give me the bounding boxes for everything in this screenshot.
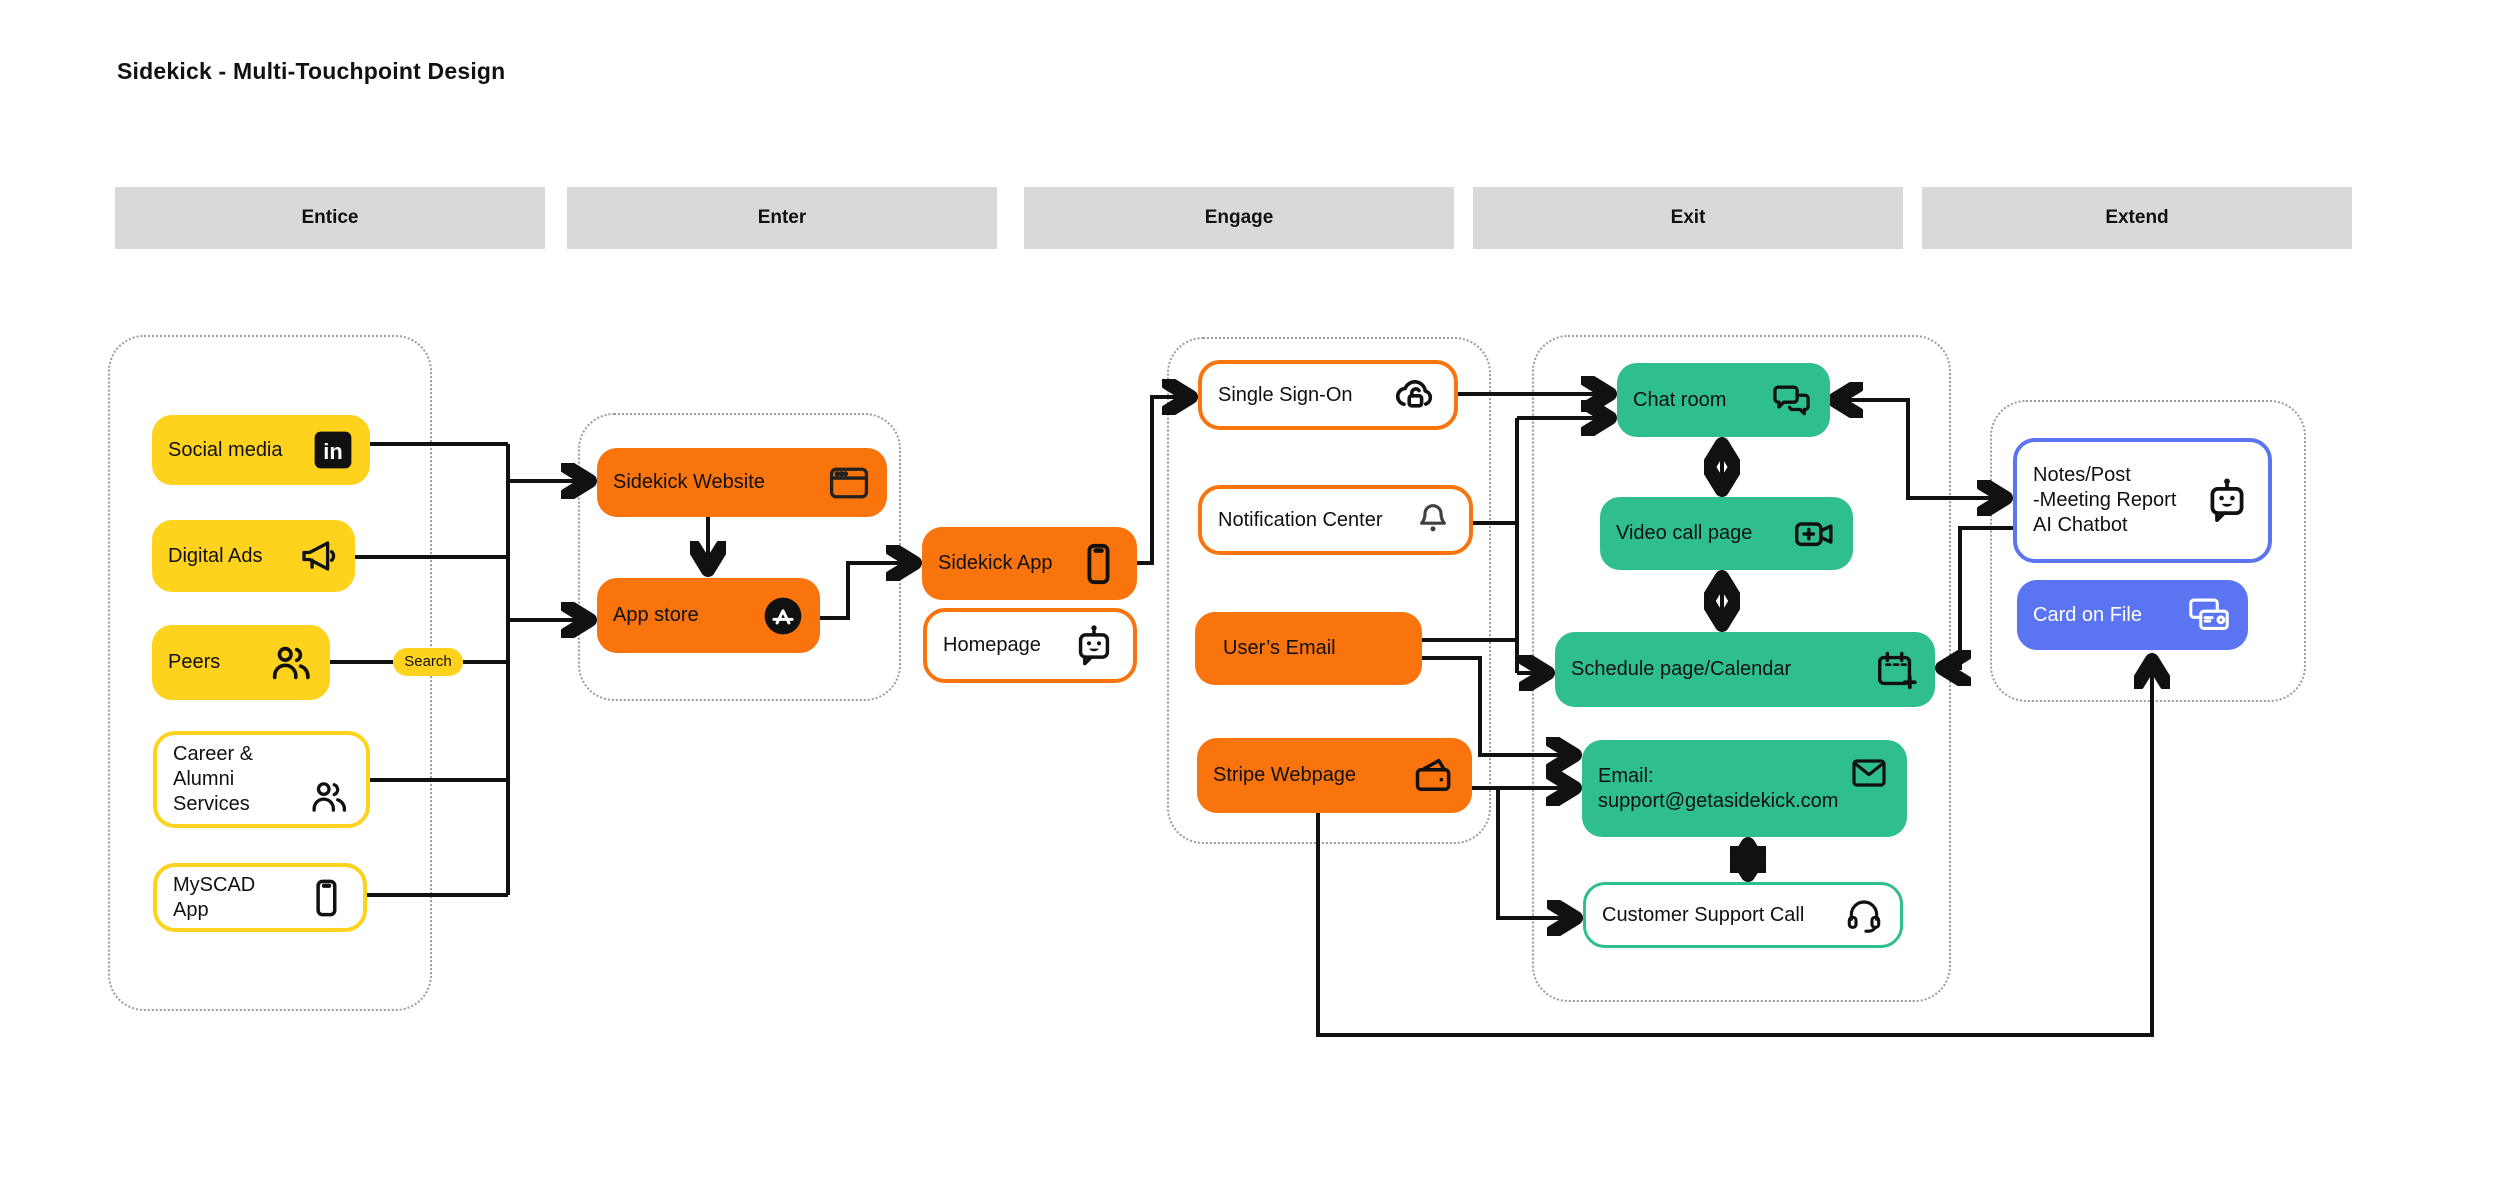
node-video-call-page[interactable]: Video call page: [1600, 497, 1853, 570]
envelope-icon: [1852, 759, 1886, 787]
column-header-exit: Exit: [1473, 187, 1903, 249]
column-header-enter: Enter: [567, 187, 997, 249]
node-customer-support-call[interactable]: Customer Support Call: [1583, 882, 1903, 948]
extend-group: [1990, 400, 2306, 702]
edge-usersemail-email: [1422, 656, 1573, 755]
phone-icon: [316, 879, 337, 916]
node-label: Card on File: [2033, 603, 2142, 626]
robot-icon: [2210, 478, 2244, 522]
node-label: Schedule page/Calendar: [1571, 658, 1792, 680]
node-label: App store: [613, 604, 699, 626]
node-label: Peers: [168, 651, 221, 673]
node-label: Sidekick Website: [613, 471, 765, 493]
app-store-icon: [764, 597, 802, 634]
credit-cards-icon: [2189, 598, 2229, 630]
edge-chat-notes: [1836, 400, 2004, 498]
svg-text:in: in: [323, 439, 342, 464]
node-label: MySCAD App: [173, 873, 256, 921]
megaphone-icon: [302, 541, 336, 571]
node-label: Notification Center: [1218, 508, 1383, 531]
node-label: User’s Email: [1223, 637, 1336, 659]
node-peers[interactable]: Peers: [152, 625, 330, 700]
node-sidekick-website[interactable]: Sidekick Website: [597, 448, 887, 517]
node-career-alumni-services[interactable]: Career & Alumni Services: [153, 731, 370, 828]
node-stripe-webpage[interactable]: Stripe Webpage: [1197, 738, 1472, 813]
people-icon: [312, 782, 347, 812]
edge-stripe-cardonfile: [1316, 662, 2152, 1037]
bell-icon: [1420, 504, 1446, 532]
node-label: Chat room: [1633, 388, 1727, 411]
node-label: Career & Alumni Services: [173, 743, 254, 815]
node-myscad-app[interactable]: MySCAD App: [153, 863, 367, 932]
node-schedule-page-calendar[interactable]: Schedule page/Calendar: [1555, 632, 1935, 707]
edge-appstore-sidekickapp: [820, 563, 913, 620]
node-homepage[interactable]: Homepage: [923, 608, 1137, 683]
node-sidekick-app[interactable]: Sidekick App: [922, 527, 1137, 600]
node-search[interactable]: Search: [393, 648, 463, 676]
node-digital-ads[interactable]: Digital Ads: [152, 520, 355, 592]
browser-icon: [829, 467, 869, 498]
node-single-sign-on[interactable]: Single Sign-On: [1198, 360, 1458, 430]
node-label: Customer Support Call: [1602, 903, 1805, 926]
node-label: Homepage: [943, 634, 1041, 656]
node-label: Search: [404, 652, 452, 670]
wallet-icon: [1415, 758, 1451, 791]
robot-icon: [1078, 624, 1110, 665]
cloud-lock-icon: [1395, 380, 1433, 408]
people-icon: [272, 646, 310, 679]
column-header-entice: Entice: [115, 187, 545, 249]
node-label: Notes/Post -Meeting Report AI Chatbot: [2033, 464, 2177, 536]
column-header-extend: Extend: [1922, 187, 2352, 249]
node-social-media[interactable]: Social media in: [152, 415, 370, 485]
linkedin-icon: in: [314, 431, 352, 469]
node-users-email[interactable]: User’s Email: [1195, 612, 1422, 685]
node-card-on-file[interactable]: Card on File: [2017, 580, 2248, 650]
node-support-email[interactable]: Email: support@getasidekick.com: [1582, 740, 1907, 837]
node-label: Social media: [168, 438, 283, 461]
node-notes-post-ai-chatbot[interactable]: Notes/Post -Meeting Report AI Chatbot: [2013, 438, 2272, 563]
node-notification-center[interactable]: Notification Center: [1198, 485, 1473, 555]
column-header-engage: Engage: [1024, 187, 1454, 249]
phone-icon: [1087, 543, 1110, 584]
page-title: Sidekick - Multi-Touchpoint Design: [117, 58, 506, 84]
node-label: Email: support@getasidekick.com: [1598, 764, 1839, 812]
chat-bubbles-icon: [1773, 385, 1810, 416]
node-label: Sidekick App: [938, 552, 1053, 574]
node-label: Video call page: [1616, 522, 1753, 544]
edge-stripe-supportcall: [1496, 788, 1574, 918]
edge-notes-schedule: [1944, 526, 2013, 668]
node-label: Stripe Webpage: [1213, 764, 1357, 786]
node-chat-room[interactable]: Chat room: [1617, 363, 1830, 437]
node-label: Single Sign-On: [1218, 383, 1353, 406]
headset-icon: [1847, 900, 1881, 933]
edge-sidekickapp-sso: [1137, 397, 1189, 565]
video-camera-icon: [1795, 521, 1833, 546]
engage-group: [1167, 337, 1491, 844]
node-app-store[interactable]: App store: [597, 578, 820, 653]
node-label: Digital Ads: [168, 544, 263, 567]
calendar-plus-icon: [1877, 651, 1917, 689]
